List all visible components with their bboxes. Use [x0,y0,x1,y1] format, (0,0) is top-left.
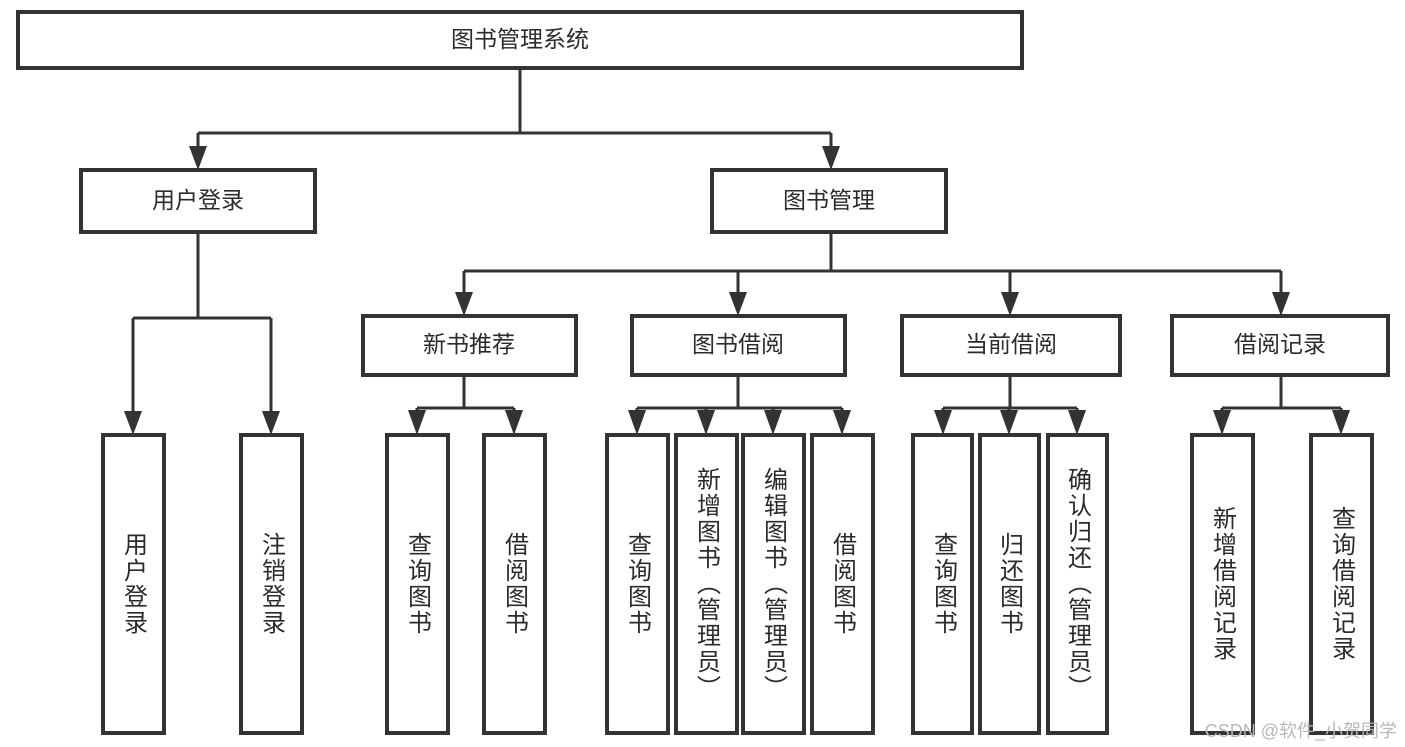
node-new-book-recommend[interactable]: 新书推荐 [361,314,578,377]
node-root[interactable]: 图书管理系统 [16,10,1024,70]
arrowhead-bb-leaf4 [833,410,851,435]
node-user-login[interactable]: 用户登录 [79,168,317,234]
leaf-current-borrow-3[interactable]: 确认归还（管理员） [1046,433,1109,735]
leaf-label: 用户登录 [120,532,148,636]
leaf-label: 新增图书（管理员） [693,467,721,701]
book-manage-box[interactable] [710,168,948,234]
arrowhead-bb-leaf1 [628,410,646,435]
leaf-box[interactable] [1309,433,1374,735]
current-borrow-box[interactable] [900,314,1122,377]
leaf-current-borrow-2[interactable]: 归还图书 [978,433,1041,735]
leaf-book-borrow-2[interactable]: 新增图书（管理员） [674,433,739,735]
arrowhead-cb-leaf3 [1068,410,1086,435]
leaf-label: 借阅图书 [501,532,529,636]
arrowhead-leaf-user-login [124,411,142,435]
arrowhead-new-book-recommend [455,292,473,316]
leaf-label: 查询借阅记录 [1328,506,1356,662]
leaf-label: 确认归还（管理员） [1064,467,1092,701]
leaf-box[interactable] [605,433,670,735]
arrowhead-cb-leaf2 [1000,410,1018,435]
node-book-borrow[interactable]: 图书借阅 [630,314,847,377]
arrowhead-nb-leaf1 [408,410,426,435]
leaf-borrow-record-2[interactable]: 查询借阅记录 [1309,433,1374,735]
arrowhead-leaf-logout [262,411,280,435]
user-login-box[interactable] [79,168,317,234]
root-box[interactable] [16,10,1024,70]
arrowhead-nb-leaf2 [505,410,523,435]
leaf-book-borrow-1[interactable]: 查询图书 [605,433,670,735]
book-borrow-box[interactable] [630,314,847,377]
leaf-box[interactable] [810,433,875,735]
leaf-user-login-2[interactable]: 注销登录 [239,433,304,735]
arrowhead-book-manage [822,146,840,170]
leaf-current-borrow-1[interactable]: 查询图书 [911,433,974,735]
leaf-label: 编辑图书（管理员） [760,467,788,701]
leaf-box[interactable] [385,433,450,735]
arrowhead-bb-leaf2 [697,410,715,435]
leaf-book-borrow-3[interactable]: 编辑图书（管理员） [741,433,806,735]
leaf-label: 查询图书 [930,532,958,636]
borrow-record-box[interactable] [1170,314,1390,377]
leaf-label: 查询图书 [404,532,432,636]
leaf-label: 注销登录 [258,532,286,636]
arrowhead-user-login [189,146,207,170]
leaf-box[interactable] [1046,433,1109,735]
leaf-borrow-record-1[interactable]: 新增借阅记录 [1190,433,1255,735]
book-borrow-label: 图书借阅 [692,331,784,357]
arrowhead-borrow-record [1272,292,1290,316]
node-current-borrow[interactable]: 当前借阅 [900,314,1122,377]
leaf-label: 查询图书 [624,532,652,636]
arrowhead-br-leaf1 [1213,410,1231,435]
leaf-box[interactable] [239,433,304,735]
leaf-box[interactable] [482,433,547,735]
leaf-book-borrow-4[interactable]: 借阅图书 [810,433,875,735]
new-book-recommend-label: 新书推荐 [423,331,515,357]
leaf-box[interactable] [101,433,166,735]
current-borrow-label: 当前借阅 [965,331,1057,357]
leaf-user-login-1[interactable]: 用户登录 [101,433,166,735]
arrowhead-bb-leaf3 [764,410,782,435]
leaf-box[interactable] [1190,433,1255,735]
node-borrow-record[interactable]: 借阅记录 [1170,314,1390,377]
user-login-label: 用户登录 [152,187,244,213]
node-book-manage[interactable]: 图书管理 [710,168,948,234]
arrowhead-br-leaf2 [1332,410,1350,435]
arrowhead-current-borrow [1001,292,1019,316]
borrow-record-label: 借阅记录 [1234,331,1326,357]
root-label: 图书管理系统 [451,26,589,52]
leaf-box[interactable] [741,433,806,735]
leaf-box[interactable] [978,433,1041,735]
leaf-new-book-1[interactable]: 查询图书 [385,433,450,735]
connector-layer [124,68,1350,435]
arrowhead-book-borrow [729,292,747,316]
leaf-box[interactable] [674,433,739,735]
book-manage-label: 图书管理 [783,187,875,213]
new-book-recommend-box[interactable] [361,314,578,377]
arrowhead-cb-leaf1 [934,410,952,435]
leaf-box[interactable] [911,433,974,735]
leaf-new-book-2[interactable]: 借阅图书 [482,433,547,735]
leaf-label: 新增借阅记录 [1209,506,1237,662]
leaf-label: 归还图书 [996,532,1024,636]
leaf-label: 借阅图书 [829,532,857,636]
